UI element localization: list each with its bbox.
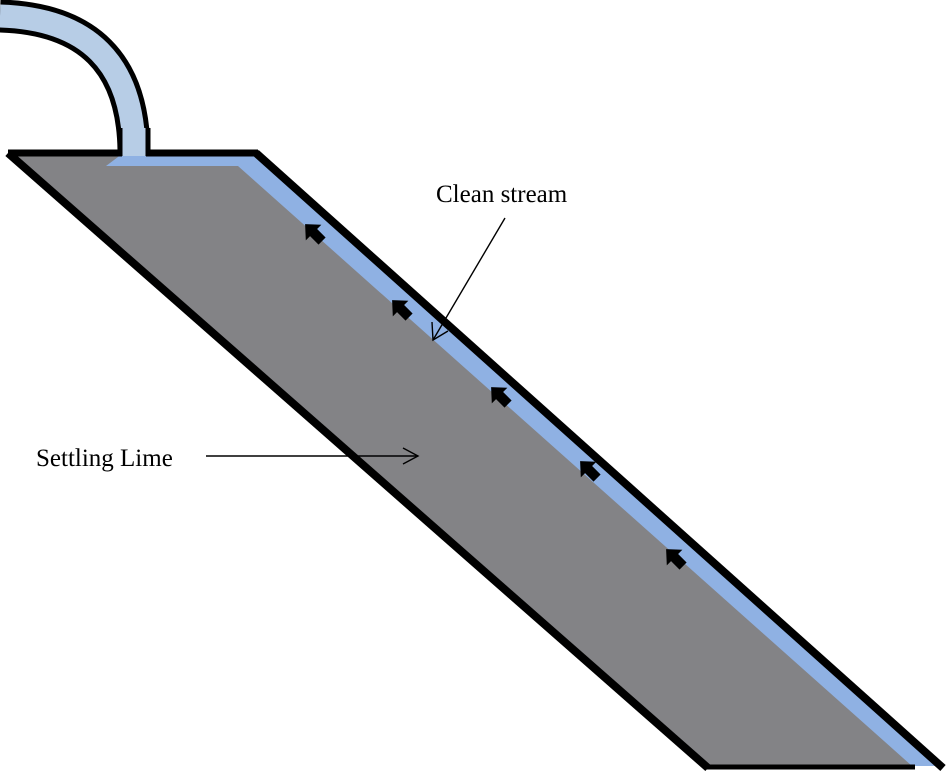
settling-lime-leader-arrowhead xyxy=(402,447,420,465)
settling-lime-label: Settling Lime xyxy=(36,445,173,472)
flow-arrow xyxy=(305,224,326,245)
flow-arrow xyxy=(392,300,413,321)
tank-lower-wall xyxy=(5,149,711,771)
clean-stream-leader-arrowhead xyxy=(431,321,449,342)
flow-arrow xyxy=(580,461,601,482)
flow-arrow xyxy=(491,387,512,408)
outlet-pipe-fill xyxy=(0,4,146,151)
flow-arrow xyxy=(666,549,687,570)
pipe-junction xyxy=(122,128,146,156)
clean-stream-leader xyxy=(432,217,506,341)
settling-lime-body xyxy=(8,152,938,766)
clean-stream-label: Clean stream xyxy=(436,181,568,208)
clean-stream-layer xyxy=(106,154,938,766)
tank-upper-wall xyxy=(253,150,946,771)
